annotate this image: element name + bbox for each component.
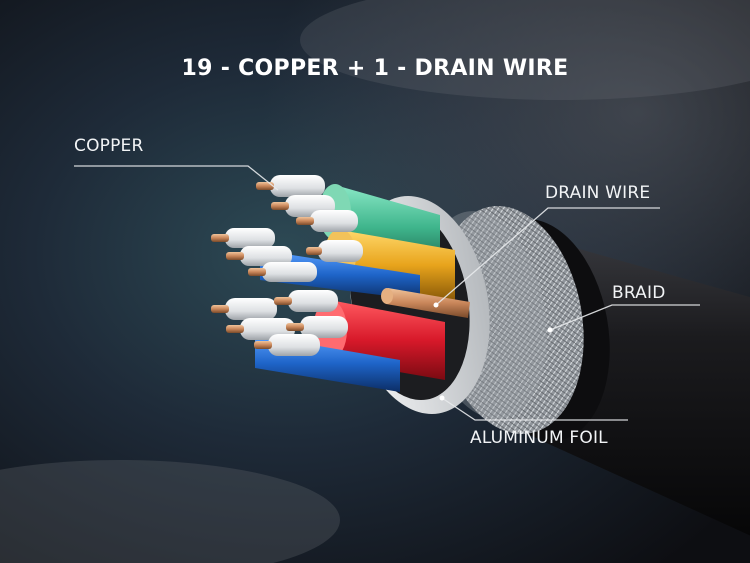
headline-title: 19 - COPPER + 1 - DRAIN WIRE — [181, 56, 569, 81]
label-aluminum-foil: ALUMINUM FOIL — [470, 428, 608, 448]
label-copper: COPPER — [74, 136, 144, 156]
label-drain-wire: DRAIN WIRE — [545, 183, 651, 203]
leader-lines — [74, 165, 700, 421]
drain-wire — [381, 288, 470, 318]
label-braid: BRAID — [612, 283, 666, 303]
copper-strands — [211, 175, 363, 356]
